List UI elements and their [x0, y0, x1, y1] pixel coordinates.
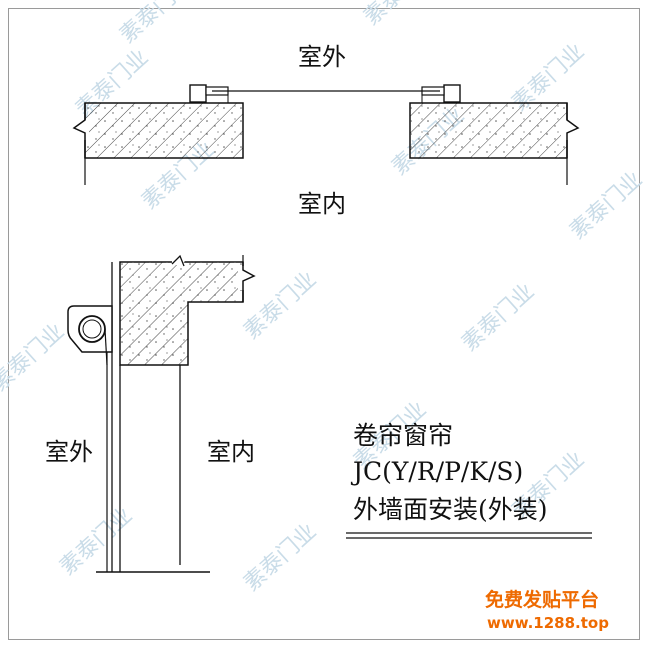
section-view [67, 254, 256, 573]
drawing-frame [8, 8, 640, 640]
watermark-layer: 素泰门业素泰门业素泰门业素泰门业素泰门业素泰门业素泰门业素泰门业素泰门业素泰门业… [0, 0, 647, 596]
right-wall-section [409, 102, 580, 185]
plan-view [72, 84, 580, 185]
watermark-text: 素泰门业 [0, 319, 69, 396]
curtain-guide-rails [189, 84, 461, 103]
top-outdoor-label: 室外 [298, 43, 346, 71]
roller-box [67, 305, 113, 572]
watermark-text: 素泰门业 [239, 519, 321, 596]
note-product-code: JC(Y/R/P/K/S) [350, 457, 523, 486]
promo-title: 免费发贴平台 [485, 588, 599, 611]
left-wall-section [72, 102, 244, 185]
product-note: 卷帘窗帘 JC(Y/R/P/K/S) 外墙面安装(外装) [346, 421, 592, 539]
lintel-section [119, 254, 256, 366]
watermark-text: 素泰门业 [115, 0, 197, 48]
watermark-text: 素泰门业 [565, 167, 647, 244]
side-indoor-label: 室内 [207, 438, 255, 466]
side-outdoor-label: 室外 [45, 438, 93, 466]
top-indoor-label: 室内 [298, 190, 346, 218]
watermark-text: 素泰门业 [457, 279, 539, 356]
watermark-text: 素泰门业 [55, 503, 137, 580]
promo-url[interactable]: www.1288.top [487, 614, 609, 632]
watermark-text: 素泰门业 [359, 0, 441, 30]
note-install-type: 外墙面安装(外装) [353, 495, 548, 524]
note-product-name: 卷帘窗帘 [353, 421, 453, 450]
